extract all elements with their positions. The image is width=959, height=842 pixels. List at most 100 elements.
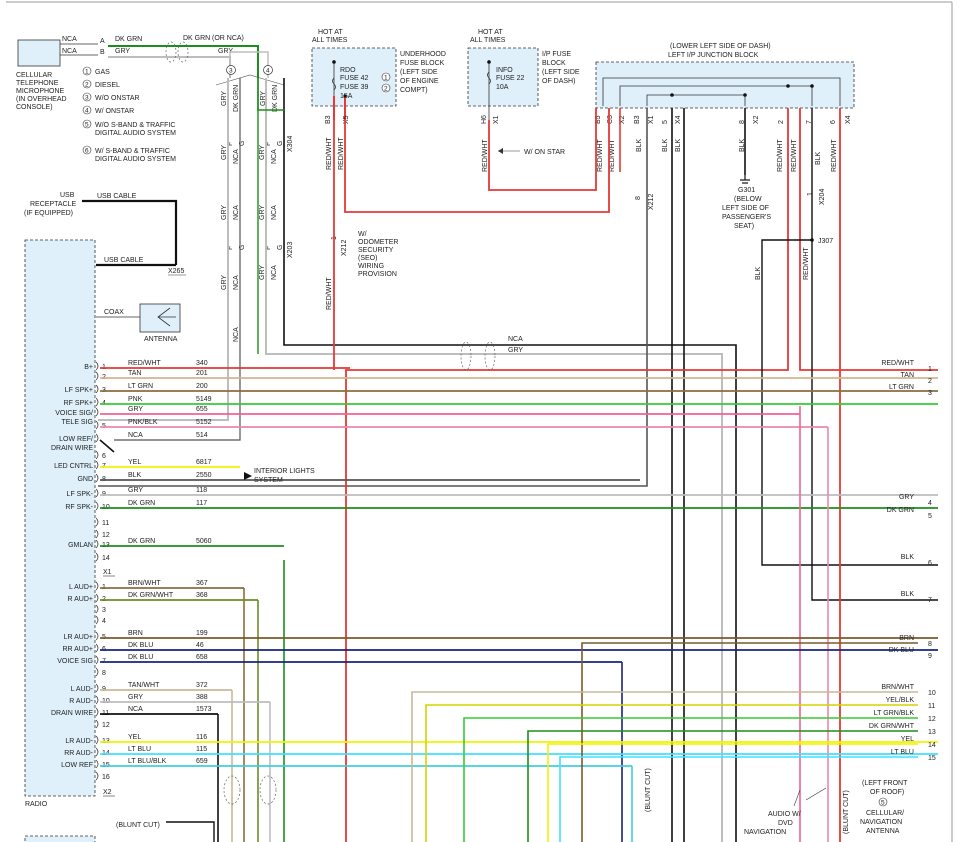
interior-lights-note: INTERIOR LIGHTS SYSTEM xyxy=(254,468,315,484)
svg-text:W/O ONSTAR: W/O ONSTAR xyxy=(95,95,140,102)
svg-text:NCA: NCA xyxy=(271,149,278,164)
svg-text:(LEFT FRONT: (LEFT FRONT xyxy=(862,780,908,787)
pin-function-label: LF SPK- xyxy=(67,491,94,498)
pin-number: 12 xyxy=(102,722,110,729)
svg-text:7: 7 xyxy=(928,597,932,604)
svg-text:NCA: NCA xyxy=(62,36,77,43)
svg-text:NAVIGATION: NAVIGATION xyxy=(860,819,902,826)
svg-text:GRY: GRY xyxy=(259,265,266,280)
svg-text:RED/WHT: RED/WHT xyxy=(326,137,333,170)
wire-color: LT BLU xyxy=(128,746,151,753)
circuit-number: 2550 xyxy=(196,472,212,479)
svg-text:1: 1 xyxy=(807,192,814,196)
wire-color: GRY xyxy=(128,694,143,701)
circuit-number: 655 xyxy=(196,406,208,413)
svg-text:12: 12 xyxy=(928,716,936,723)
svg-text:RDO: RDO xyxy=(340,67,356,74)
svg-text:RED/WHT: RED/WHT xyxy=(791,139,798,172)
svg-text:14: 14 xyxy=(928,742,936,749)
svg-text:NCA: NCA xyxy=(233,327,240,342)
pin-function-label: GND xyxy=(77,476,93,483)
svg-text:2: 2 xyxy=(85,82,89,89)
svg-text:FUSE 42: FUSE 42 xyxy=(340,75,369,82)
pin-function-label: L AUD- xyxy=(71,686,94,693)
radio-pin-row: GND8BLK2550 xyxy=(77,472,640,483)
svg-text:A: A xyxy=(100,38,105,45)
svg-text:X5: X5 xyxy=(343,115,350,124)
pin-number: 16 xyxy=(102,774,110,781)
radio-pin-row: 12 xyxy=(95,719,110,729)
circuit-number: 5149 xyxy=(196,396,212,403)
svg-text:5: 5 xyxy=(662,120,669,124)
svg-text:OF DASH): OF DASH) xyxy=(542,78,575,85)
svg-text:J307: J307 xyxy=(818,238,833,245)
wire-color: BRN/WHT xyxy=(128,580,161,587)
svg-text:USB: USB xyxy=(60,192,75,199)
circuit-number: 5152 xyxy=(196,419,212,426)
wire-color: PNK/BLK xyxy=(128,419,158,426)
wire-color: YEL xyxy=(128,734,141,741)
svg-text:LEFT SIDE OF: LEFT SIDE OF xyxy=(722,205,769,212)
svg-text:SECURITY: SECURITY xyxy=(358,247,394,254)
svg-text:F: F xyxy=(265,246,272,250)
svg-text:GRY: GRY xyxy=(260,91,267,106)
svg-text:X4: X4 xyxy=(675,115,682,124)
circuit-number: 5060 xyxy=(196,538,212,545)
svg-text:10A: 10A xyxy=(496,84,509,91)
svg-text:BLK: BLK xyxy=(739,138,746,152)
svg-text:GAS: GAS xyxy=(95,69,110,76)
radio-pin-row: R AUD-10GRY388 xyxy=(69,694,271,842)
svg-text:G: G xyxy=(277,245,284,250)
svg-text:B5: B5 xyxy=(595,115,602,124)
svg-text:GRY: GRY xyxy=(221,91,228,106)
svg-text:AUDIO W/: AUDIO W/ xyxy=(768,811,801,818)
svg-text:HOT AT: HOT AT xyxy=(318,29,343,36)
svg-text:X204: X204 xyxy=(819,189,826,205)
svg-text:(IN OVERHEAD: (IN OVERHEAD xyxy=(16,96,67,103)
svg-text:(BLUNT CUT): (BLUNT CUT) xyxy=(645,768,652,812)
circuit-number: 6817 xyxy=(196,459,212,466)
pin-function-label: RF SPK+ xyxy=(64,400,93,407)
circuit-number: 117 xyxy=(196,500,207,507)
svg-text:4: 4 xyxy=(928,500,932,507)
svg-text:X203: X203 xyxy=(287,242,294,258)
svg-text:10: 10 xyxy=(928,690,936,697)
svg-text:W/: W/ xyxy=(358,231,367,238)
svg-text:DIGITAL AUDIO SYSTEM: DIGITAL AUDIO SYSTEM xyxy=(95,156,176,163)
wire-color: BRN xyxy=(128,630,143,637)
svg-text:BLOCK: BLOCK xyxy=(542,60,566,67)
svg-text:BLK: BLK xyxy=(755,266,762,280)
cellular-microphone-label: CELLULAR TELEPHONE MICROPHONE (IN OVERHE… xyxy=(16,72,67,111)
svg-text:RED/WHT: RED/WHT xyxy=(338,137,345,170)
svg-text:COMPT): COMPT) xyxy=(400,87,428,94)
svg-text:COAX: COAX xyxy=(104,309,124,316)
svg-text:DK GRN: DK GRN xyxy=(233,85,240,112)
wire-color: GRY xyxy=(128,406,143,413)
pin-number: 12 xyxy=(102,532,110,539)
radio-label: RADIO xyxy=(25,801,48,808)
svg-text:NCA: NCA xyxy=(508,336,523,343)
svg-text:RED/WHT: RED/WHT xyxy=(482,139,489,172)
hot-at-all-times-2: HOT AT ALL TIMES xyxy=(470,29,506,44)
svg-text:BRN: BRN xyxy=(899,635,914,642)
svg-text:(SEO): (SEO) xyxy=(358,255,377,262)
ground-g301-icon xyxy=(740,175,750,184)
svg-text:BRN/WHT: BRN/WHT xyxy=(881,684,914,691)
svg-text:UNDERHOOD: UNDERHOOD xyxy=(400,51,446,58)
wire-color: LT BLU/BLK xyxy=(128,758,167,765)
svg-text:2: 2 xyxy=(928,378,932,385)
svg-text:TAN: TAN xyxy=(901,372,914,379)
svg-text:BLK: BLK xyxy=(662,138,669,152)
svg-text:DK GRN: DK GRN xyxy=(183,35,210,42)
svg-text:GRY: GRY xyxy=(899,494,914,501)
svg-text:5: 5 xyxy=(85,122,89,129)
circuit-number: 514 xyxy=(196,432,208,439)
